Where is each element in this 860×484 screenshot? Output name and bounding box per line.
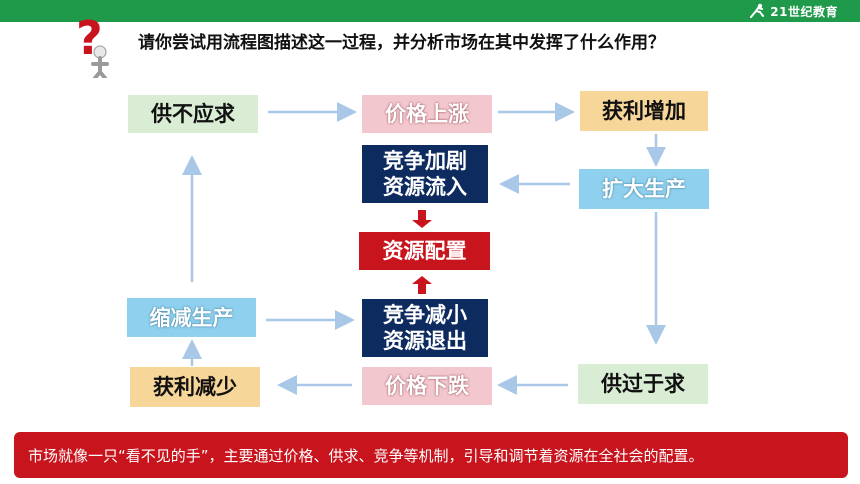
summary-text: 市场就像一只“看不见的手”，主要通过价格、供求、竞争等机制，引导和调节着资源在全… — [28, 446, 704, 465]
node-compete-up: 竞争加剧 资源流入 — [362, 145, 488, 203]
node-compete-down: 竞争减小 资源退出 — [362, 299, 488, 357]
node-profit-down: 获利减少 — [130, 367, 260, 407]
node-price-up: 价格上涨 — [362, 95, 492, 133]
summary-banner: 市场就像一只“看不见的手”，主要通过价格、供求、竞争等机制，引导和调节着资源在全… — [14, 432, 848, 478]
runner-icon — [750, 3, 765, 18]
node-shortage: 供不应求 — [128, 95, 258, 133]
node-compete-up-line1: 竞争加剧 — [383, 149, 467, 173]
logo-text: 21世纪教育 — [770, 4, 838, 19]
node-expand: 扩大生产 — [579, 169, 709, 209]
question-text: 请你尝试用流程图描述这一过程，并分析市场在其中发挥了什么作用？ — [138, 33, 665, 53]
red-arrow-down — [412, 210, 432, 228]
node-reduce: 缩减生产 — [127, 298, 256, 337]
top-bar: 21世纪教育 — [0, 0, 860, 22]
question-figure-icon: ? — [76, 14, 109, 78]
node-allocation: 资源配置 — [359, 232, 490, 270]
node-profit-up: 获利增加 — [580, 91, 708, 131]
red-arrow-up — [412, 276, 432, 294]
node-price-down: 价格下跌 — [362, 367, 492, 405]
logo: 21世纪教育 — [748, 2, 838, 20]
node-surplus: 供过于求 — [578, 364, 708, 404]
node-compete-up-line2: 资源流入 — [383, 175, 467, 199]
node-compete-down-line2: 资源退出 — [383, 329, 467, 353]
node-compete-down-line1: 竞争减小 — [383, 303, 467, 327]
